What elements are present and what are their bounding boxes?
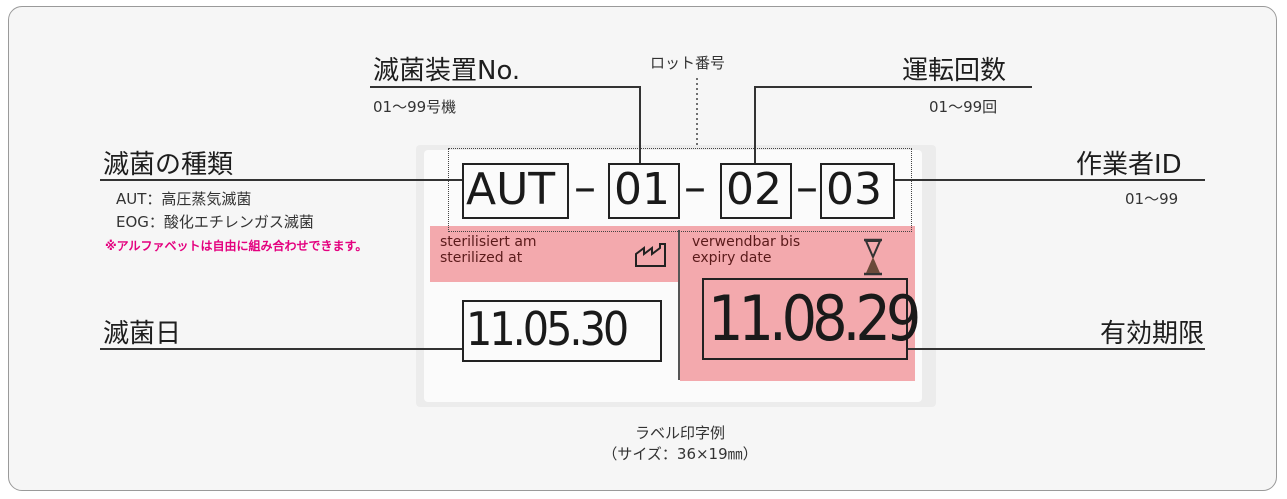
lot-number-box xyxy=(448,148,912,232)
sterilized-date-box xyxy=(462,300,662,362)
caption: ラベル印字例 （サイズ：36×19㎜） xyxy=(560,422,800,464)
label-expiry-en: expiry date xyxy=(692,250,772,266)
caption-title: ラベル印字例 xyxy=(634,424,725,442)
operator-range: 01～99 xyxy=(1125,190,1179,208)
label-expiry-de: verwendbar bis xyxy=(692,234,801,250)
sterilizer-no-range: 01～99号機 xyxy=(373,98,457,116)
label-sterilized-en: sterilized at xyxy=(440,250,523,266)
lot-number-heading: ロット番号 xyxy=(650,54,726,72)
code-dash-1: – xyxy=(574,162,596,213)
leader-sterilizer-no xyxy=(370,86,641,163)
run-count-range: 01～99回 xyxy=(929,98,998,116)
label-sterilized-de: sterilisiert am xyxy=(440,234,537,250)
run-count-heading: 運転回数 xyxy=(902,56,1007,86)
hourglass-icon xyxy=(864,238,882,276)
expiry-date-box xyxy=(702,278,908,360)
code-operator: 03 xyxy=(826,164,882,215)
leader-run-count xyxy=(754,86,1032,163)
code-type-box xyxy=(462,163,569,219)
label-divider xyxy=(678,230,680,380)
code-machine-box xyxy=(608,163,680,219)
sterilization-date-heading: 滅菌日 xyxy=(103,319,182,349)
caption-size: （サイズ：36×19㎜） xyxy=(602,445,758,463)
type-eog: EOG：酸化エチレンガス滅菌 xyxy=(116,213,314,231)
expiry-heading: 有効期限 xyxy=(1100,319,1205,349)
expiry-date: 11.08.29 xyxy=(708,282,921,355)
code-operator-box xyxy=(820,163,895,219)
sterilization-type-heading: 滅菌の種類 xyxy=(103,150,234,180)
code-machine: 01 xyxy=(614,164,670,215)
code-dash-2: – xyxy=(684,162,706,213)
code-run: 02 xyxy=(726,164,782,215)
code-run-box xyxy=(720,163,792,219)
label-sterilized-text: sterilisiert am sterilized at xyxy=(440,234,537,266)
type-aut: AUT：高圧蒸気滅菌 xyxy=(116,190,252,208)
code-type: AUT xyxy=(466,164,556,215)
sterilizer-no-heading: 滅菌装置No. xyxy=(373,56,521,86)
sterilized-date: 11.05.30 xyxy=(466,302,629,356)
type-note: ※アルファベットは自由に組み合わせできます。 xyxy=(105,239,368,253)
factory-icon xyxy=(635,243,666,267)
label-expiry-text: verwendbar bis expiry date xyxy=(692,234,800,266)
operator-id-heading: 作業者ID xyxy=(1076,150,1182,180)
code-dash-3: – xyxy=(796,162,818,213)
